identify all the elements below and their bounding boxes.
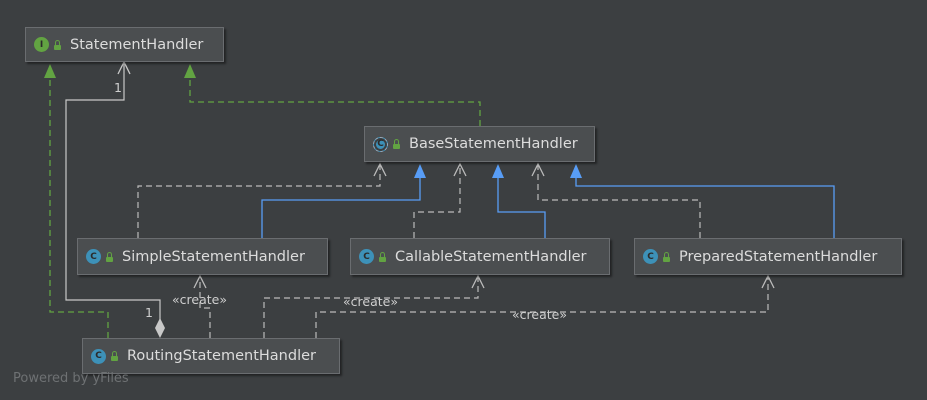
edge-callable-extends-base xyxy=(497,172,546,238)
edge-simple-extends-base xyxy=(261,172,421,238)
open-arrow-prepared-base xyxy=(531,162,545,177)
edge-base-implements-statementhandler xyxy=(189,70,481,126)
arrowhead-implements-routing xyxy=(44,64,56,78)
class-icon: C xyxy=(86,249,101,264)
edge-create-simple xyxy=(199,277,211,338)
create-label-simple: «create» xyxy=(172,292,227,307)
node-routing-statement-handler-label: RoutingStatementHandler xyxy=(127,348,316,364)
node-statement-handler-label: StatementHandler xyxy=(70,36,204,53)
interface-icon: I xyxy=(34,37,49,52)
public-lock-icon xyxy=(105,251,114,262)
node-base-statement-handler-label: BaseStatementHandler xyxy=(409,136,578,152)
aggregation-diamond xyxy=(155,318,165,338)
node-callable-statement-handler[interactable]: C CallableStatementHandler xyxy=(350,238,610,275)
public-lock-icon xyxy=(53,39,62,50)
class-icon: C xyxy=(643,249,658,264)
multiplicity-label-source: 1 xyxy=(145,305,153,320)
arrowhead-extends-callable xyxy=(492,164,504,178)
node-callable-statement-handler-label: CallableStatementHandler xyxy=(395,248,587,265)
edge-prepared-extends-base xyxy=(575,172,835,238)
watermark: Powered by yFiles xyxy=(13,371,129,386)
public-lock-icon xyxy=(110,351,119,361)
create-label-prepared: «create» xyxy=(512,307,567,322)
edge-prepared-depends-base xyxy=(537,165,701,238)
node-simple-statement-handler-label: SimpleStatementHandler xyxy=(122,248,305,265)
create-label-callable: «create» xyxy=(343,294,398,309)
public-lock-icon xyxy=(378,251,387,262)
edge-create-prepared xyxy=(315,277,769,338)
edge-simple-depends-base xyxy=(137,165,381,238)
open-arrow-simple-base xyxy=(373,162,387,177)
arrowhead-extends-simple xyxy=(414,164,426,178)
abstract-class-icon: C xyxy=(373,136,388,152)
public-lock-icon xyxy=(662,251,671,262)
node-prepared-statement-handler-label: PreparedStatementHandler xyxy=(679,248,878,265)
node-prepared-statement-handler[interactable]: C PreparedStatementHandler xyxy=(634,238,902,275)
edge-callable-depends-base xyxy=(413,165,461,238)
node-routing-statement-handler[interactable]: C RoutingStatementHandler xyxy=(82,338,340,374)
class-icon: C xyxy=(91,348,106,364)
open-arrow-create-callable xyxy=(471,274,485,289)
open-arrow-callable-base xyxy=(453,162,467,177)
multiplicity-label-target: 1 xyxy=(114,80,122,95)
open-arrow-statementhandler xyxy=(117,60,131,75)
node-statement-handler[interactable]: I StatementHandler xyxy=(25,27,224,62)
arrowhead-implements-base xyxy=(184,64,196,78)
node-base-statement-handler[interactable]: C BaseStatementHandler xyxy=(364,126,595,162)
open-arrow-create-prepared xyxy=(761,274,775,289)
edge-create-callable xyxy=(263,277,479,338)
arrowhead-extends-prepared xyxy=(570,164,582,178)
public-lock-icon xyxy=(392,139,401,149)
edge-routing-aggregation-statementhandler xyxy=(65,62,161,320)
class-icon: C xyxy=(359,249,374,264)
node-simple-statement-handler[interactable]: C SimpleStatementHandler xyxy=(77,238,328,275)
edge-routing-implements-statementhandler xyxy=(49,70,109,338)
open-arrow-create-simple xyxy=(193,274,207,289)
